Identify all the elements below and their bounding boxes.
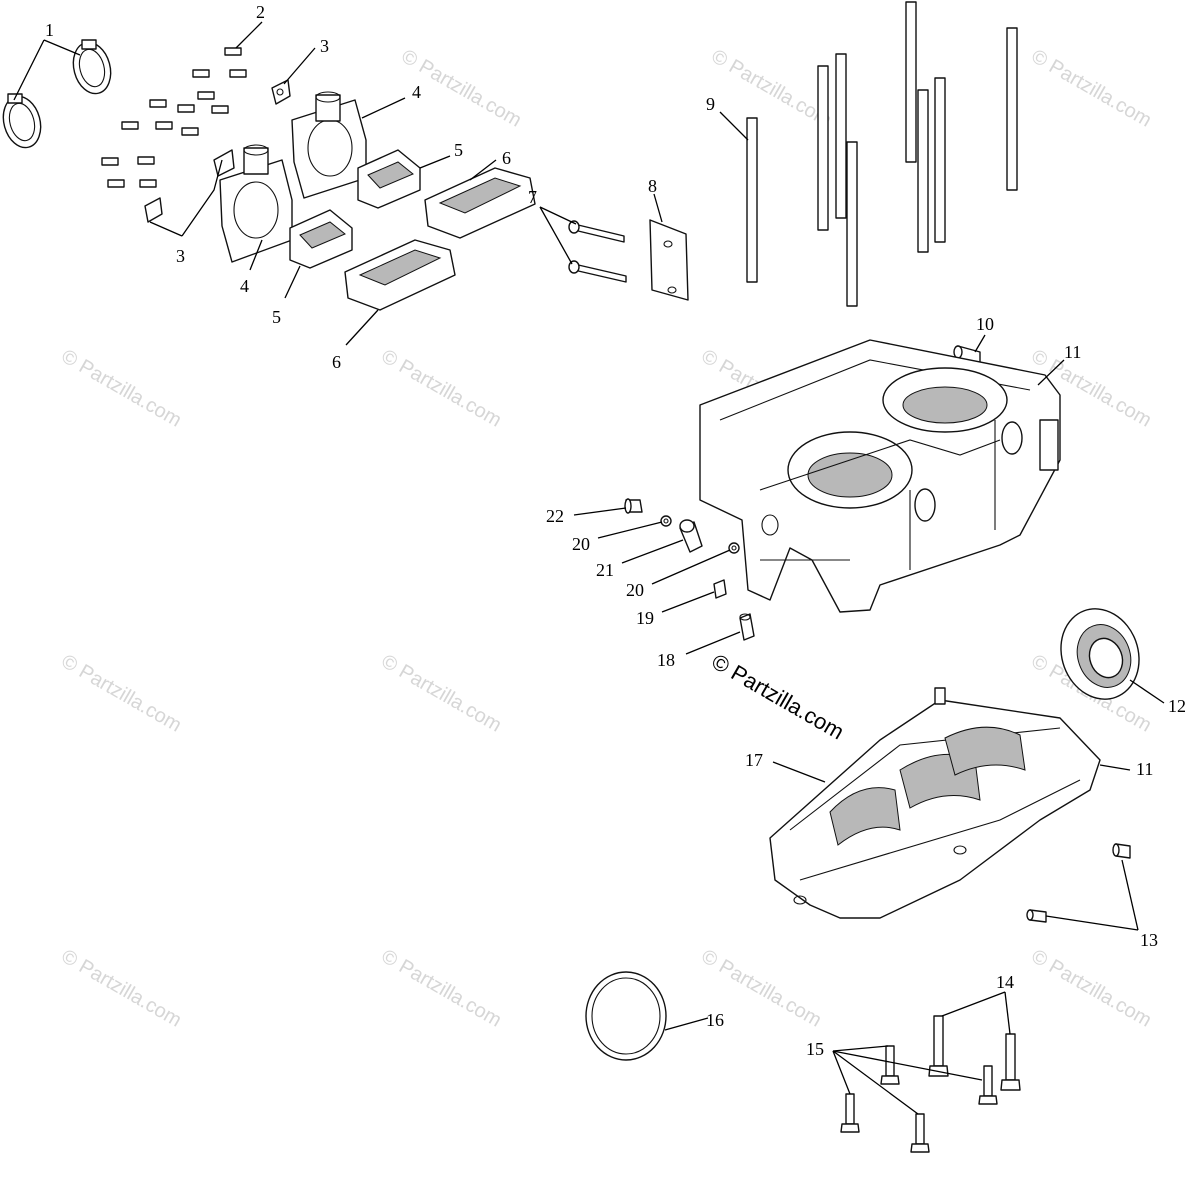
part-6-reed-valves [344,167,536,311]
part-18-dowel [739,613,755,641]
callout-4: 4 [240,276,249,296]
part-11-upper-crankcase [699,339,1061,613]
part-22-bolt [624,498,643,514]
callout-12: 12 [1168,696,1186,716]
callout-2: 2 [256,2,265,22]
callout-8: 8 [648,176,657,196]
part-4-intake-manifolds [219,91,367,263]
callout-16: 16 [706,1010,724,1030]
part-3-retainers [144,79,291,223]
callout-6: 6 [332,352,341,372]
callout-3: 3 [320,36,329,56]
part-14-15-bolts [840,1015,1021,1153]
part-13-fittings [1026,843,1131,923]
callout-21: 21 [596,560,614,580]
part-5-stuffers [289,149,421,269]
callout-17: 17 [745,750,763,770]
callout-9: 9 [706,94,715,114]
part-20-washers [660,515,740,554]
watermark: © Partzilla.com [378,945,506,1031]
callout-20: 20 [626,580,644,600]
part-19-bushing [713,579,727,599]
part-21-fitting [679,519,703,553]
callout-14: 14 [996,972,1014,992]
callout-18: 18 [657,650,675,670]
callout-5: 5 [454,140,463,160]
callout-20: 20 [572,534,590,554]
callout-5: 5 [272,307,281,327]
part-1-hose-clamps [2,39,112,149]
callout-11: 11 [1136,759,1153,779]
watermark: © Partzilla.com [58,945,186,1031]
callout-10: 10 [976,314,994,334]
callout-15: 15 [806,1039,824,1059]
part-16-snap-ring [585,971,667,1061]
copyright-text: © Partzilla.com [708,649,849,745]
watermark: © Partzilla.com [58,650,186,736]
watermark: © Partzilla.com [378,345,506,431]
callout-3: 3 [176,246,185,266]
part-7-pins [568,220,627,283]
part-12-seal [1060,608,1140,700]
callout-22: 22 [546,506,564,526]
callout-19: 19 [636,608,654,628]
watermark: © Partzilla.com [378,650,506,736]
watermark: © Partzilla.com [1028,945,1156,1031]
callout-6: 6 [502,148,511,168]
callout-4: 4 [412,82,421,102]
part-9-studs [746,1,1018,307]
part-2-bolts [101,47,247,188]
callout-labels: 1 2 3 4 3 4 5 6 5 6 7 8 9 10 11 22 20 21… [45,2,1186,1059]
callout-7: 7 [528,187,537,207]
part-8-cover-plate [649,219,689,301]
part-17-lower-crankcase [769,687,1101,919]
callout-13: 13 [1140,930,1158,950]
watermark: © Partzilla.com [1028,45,1156,131]
callout-1: 1 [45,20,54,40]
watermark: © Partzilla.com [58,345,186,431]
callout-11: 11 [1064,342,1081,362]
leader-lines [13,21,1165,1115]
